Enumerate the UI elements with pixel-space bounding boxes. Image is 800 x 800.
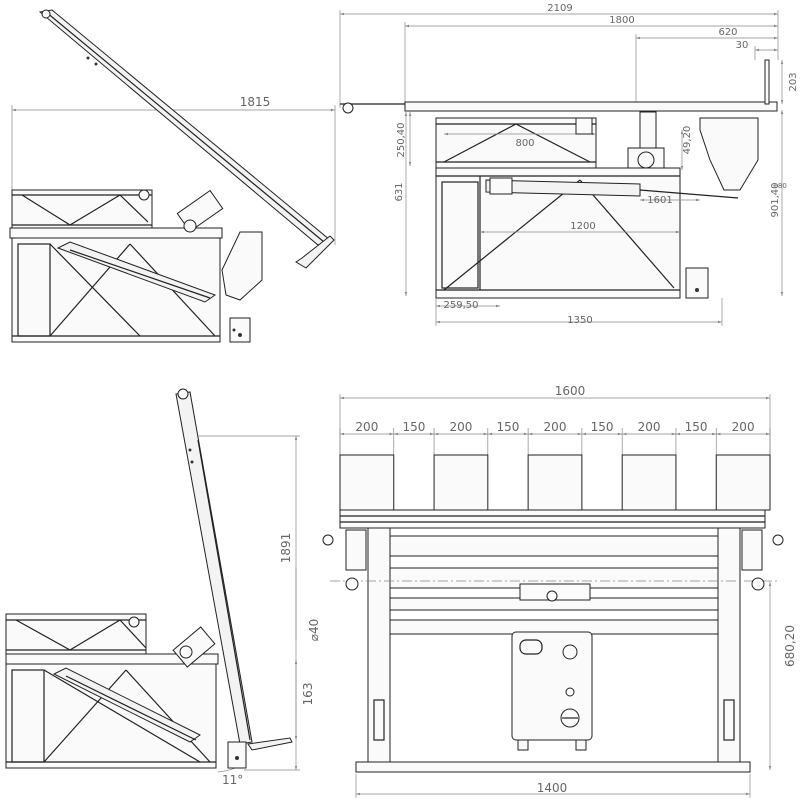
dim-angle: 11° [222,773,243,787]
segment-dim-label: 200 [449,420,472,434]
top-block [433,454,489,511]
top-block [621,454,677,511]
dim-upper-frame-height: 250,40 [396,123,407,158]
end-frame [322,527,784,773]
upper-frame [11,189,153,231]
dim-bar-diameter: ⌀40 [307,619,321,642]
dim-total-height-tol: +80 [772,182,787,190]
lift-cylinder [56,241,217,303]
mast [175,388,293,751]
segment-dim-label: 150 [591,420,614,434]
control-box [511,631,593,751]
table-pivot [342,102,354,114]
dim-mast-height: 1891 [279,533,293,564]
top-block [339,454,395,511]
foot-bracket [229,317,251,343]
dim-total-height: 901,40 [770,183,781,218]
upper-subframe: 800 [435,117,597,169]
dim-offset: 259,50 [444,300,479,311]
tilted-beam [38,9,335,269]
dim-cylinder-stroke: 1601 [647,195,672,206]
dim-low-height: 163 [301,683,315,706]
dim-stop-width: 30 [736,40,749,51]
dim-end-height: 680,20 [783,625,797,667]
dim-stop-height: 203 [788,72,799,91]
hopper-front [699,117,759,191]
cylinder-front: 1601 [485,177,739,206]
table-beam [404,101,778,112]
dim-length-tilt: 1815 [240,95,271,109]
segment-dimensions: 200 150 200 150 200 150 200 150 200 [339,420,771,455]
cylinder-upright [52,667,201,743]
front-section-view: 2109 1800 620 30 203 901,40 +80 250,40 6… [339,3,799,326]
top-blocks [339,454,771,511]
segment-dim-label: 150 [685,420,708,434]
dim-lower-frame-height: 631 [394,182,405,201]
tilted-side-view: 1815 [9,9,336,343]
foot-bracket-upright [227,741,247,769]
dim-table: 1800 [609,15,634,26]
segment-dim-label: 200 [638,420,661,434]
dim-base-width: 1400 [537,781,568,795]
motor-upright [172,626,216,668]
lower-frame-upright [5,663,217,769]
upper-frame-upright [5,613,147,657]
end-stop [764,59,770,105]
dim-overall-width: 1600 [555,384,586,398]
hopper [221,231,263,301]
segment-dim-label: 150 [402,420,425,434]
top-plate [339,509,766,529]
end-view: 1600 200 150 200 150 200 150 200 150 200 [322,384,797,798]
knob-icon [562,644,578,660]
dim-base-length: 1350 [567,315,592,326]
segment-dim-label: 200 [355,420,378,434]
beam-pivot [41,9,51,19]
top-block [527,454,583,511]
dim-overall: 2109 [547,3,572,14]
drive-motor [176,189,224,233]
segment-dim-label: 200 [544,420,567,434]
segment-dim-label: 200 [732,420,755,434]
foot-bracket-front [685,267,709,299]
segment-dim-label: 150 [497,420,520,434]
dim-stop-offset: 620 [718,27,737,38]
dim-inner-length: 1200 [570,221,595,232]
upright-side-view: 1891 ⌀40 163 11° [5,388,321,787]
dim-inner-width: 800 [515,138,534,149]
top-block [715,454,771,511]
switch-icon [519,639,543,655]
dim-rail-gap: 49,20 [682,126,693,155]
